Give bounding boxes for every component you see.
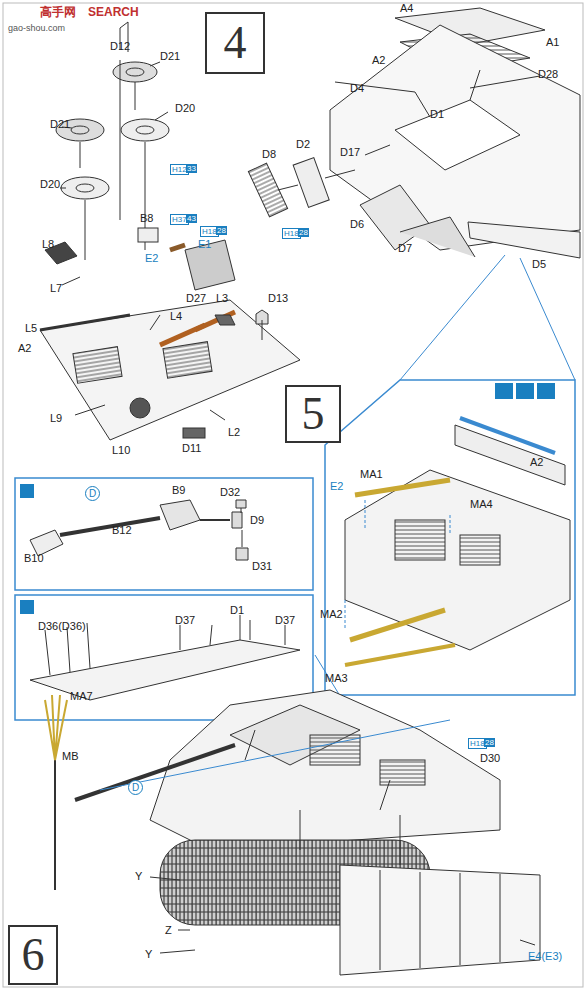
part-number: L3 [216,292,228,304]
part-number: D31 [252,560,272,572]
part-number: L9 [50,412,62,424]
part-number: L5 [25,322,37,334]
part-number: E2 [145,252,158,264]
step-number-box: 4 [205,12,265,74]
part-number: D32 [220,486,240,498]
step-number-box: 5 [285,385,341,443]
part-number: D37 [275,614,295,626]
part-number: D8 [262,148,276,160]
assembly-marker: D [85,486,100,501]
part-number: E2 [330,480,343,492]
part-number: MA7 [70,690,93,702]
part-number: D7 [398,242,412,254]
part-number: Y [145,948,152,960]
part-number: B8 [140,212,153,224]
part-number: A4 [400,2,413,14]
part-number: D37 [175,614,195,626]
step-number-box: 6 [8,925,58,985]
part-number: D28 [538,68,558,80]
part-number: D36(D36) [38,620,86,632]
part-number: L8 [42,238,54,250]
part-number: D17 [340,146,360,158]
part-number: MA3 [325,672,348,684]
part-number: L10 [112,444,130,456]
part-number: Z [165,924,172,936]
part-number: D12 [110,40,130,52]
part-number: Y [135,870,142,882]
watermark: SEARCH [88,6,139,18]
part-number: D6 [350,218,364,230]
part-number: D21 [50,118,70,130]
paint-number: 28 [216,226,227,235]
part-number: D5 [532,258,546,270]
part-number: D1 [430,108,444,120]
part-number: MB [62,750,79,762]
part-number: A2 [372,54,385,66]
part-number: E4(E3) [528,950,562,962]
part-number: D30 [480,752,500,764]
part-number: D21 [160,50,180,62]
part-number: D2 [296,138,310,150]
part-number: L4 [170,310,182,322]
step-number: 5 [302,389,325,439]
part-number: D11 [182,442,201,454]
part-number: E1 [198,238,211,250]
assembly-marker: D [128,780,143,795]
part-number: MA2 [320,608,343,620]
watermark: gao-shou.com [8,22,65,34]
part-number: A1 [546,36,559,48]
part-number: B10 [24,552,44,564]
step-number: 6 [22,930,45,980]
paint-number: 43 [186,214,197,223]
step-number: 4 [224,18,247,68]
part-number: D4 [350,82,364,94]
part-number: D27 [186,292,206,304]
part-number: B9 [172,484,185,496]
part-number: A2 [18,342,31,354]
part-number: L2 [228,426,240,438]
paint-number: 28 [298,228,309,237]
part-number: MA4 [470,498,493,510]
paint-number: 28 [484,738,495,747]
part-number: B12 [112,524,132,536]
watermark: 高手网 [40,6,76,18]
part-number: D20 [175,102,195,114]
part-number: D1 [230,604,244,616]
part-number: D20 [40,178,60,190]
part-number: MA1 [360,468,383,480]
part-number: A2 [530,456,543,468]
paint-number: 33 [186,164,197,173]
part-number: L7 [50,282,62,294]
part-number: D9 [250,514,264,526]
part-number: D13 [268,292,288,304]
